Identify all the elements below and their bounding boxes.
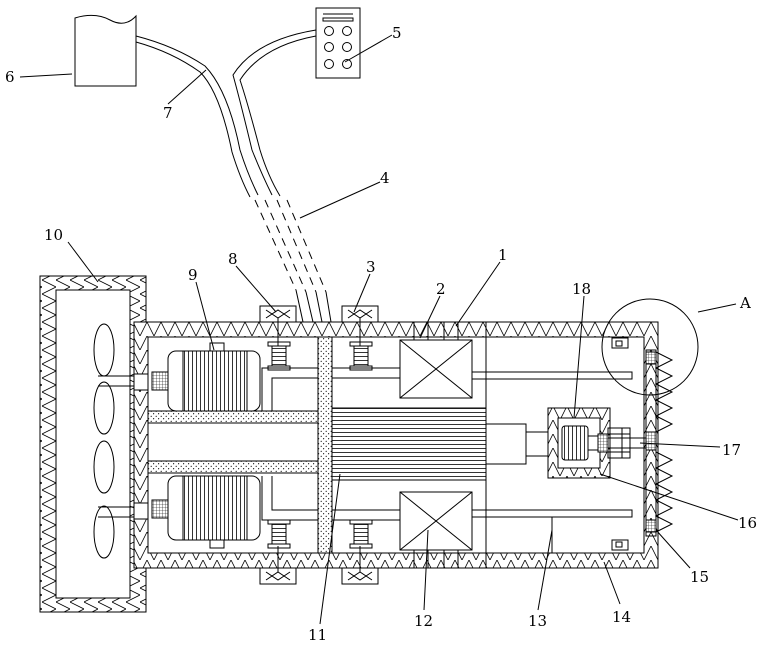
upper-shaft-bracket xyxy=(148,411,318,473)
remote-controller xyxy=(316,8,360,78)
label-10: 10 xyxy=(44,226,63,244)
label-15: 15 xyxy=(690,568,709,586)
central-plate xyxy=(318,337,332,553)
label-5: 5 xyxy=(392,24,402,42)
label-13: 13 xyxy=(528,612,547,630)
label-6: 6 xyxy=(5,68,15,86)
label-16: 16 xyxy=(738,514,757,532)
cable-bundle xyxy=(136,30,331,322)
label-17: 17 xyxy=(722,441,741,459)
label-12: 12 xyxy=(414,612,433,630)
power-plug xyxy=(75,15,136,86)
label-4: 4 xyxy=(380,169,390,187)
label-18: 18 xyxy=(572,280,591,298)
small-motor-housing xyxy=(548,408,610,478)
label-9: 9 xyxy=(188,266,198,284)
label-8: 8 xyxy=(228,250,238,268)
label-2: 2 xyxy=(436,280,446,298)
label-a: A xyxy=(739,294,751,312)
label-14: 14 xyxy=(612,608,631,626)
label-11: 11 xyxy=(308,626,327,644)
label-1: 1 xyxy=(498,246,508,264)
label-3: 3 xyxy=(366,258,376,276)
label-7: 7 xyxy=(163,104,173,122)
